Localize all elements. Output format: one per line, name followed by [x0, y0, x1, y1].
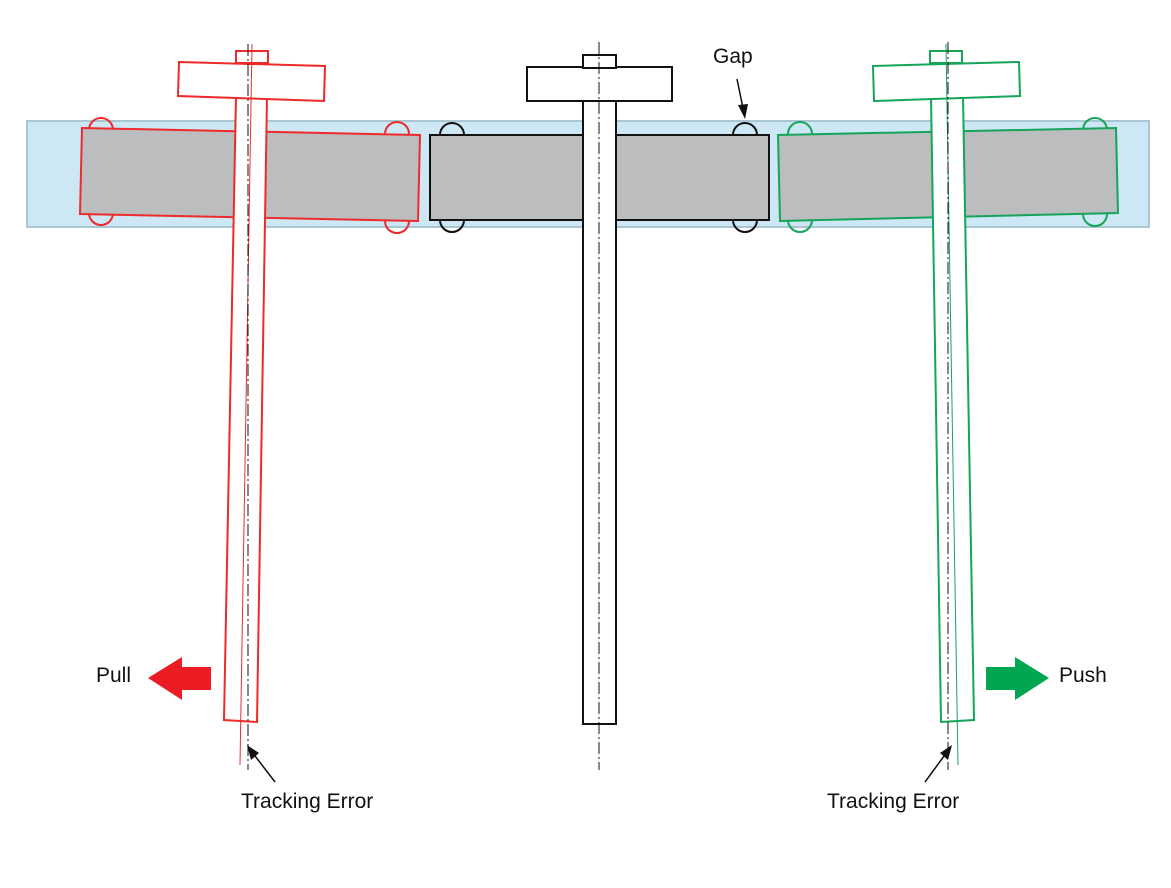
tracking-error-right-pointer-head	[940, 745, 952, 760]
center-assembly	[429, 42, 770, 770]
left-tilted-centerline	[239, 43, 253, 766]
pull-label: Pull	[96, 664, 131, 687]
right-assembly	[776, 42, 1120, 770]
push-label: Push	[1059, 664, 1107, 687]
center-bearing-bottom-left	[439, 219, 465, 233]
left-bearing-bottom-right	[384, 220, 410, 234]
tracking-error-right-label: Tracking Error	[827, 790, 959, 813]
center-bearing-bottom-right	[732, 219, 758, 233]
right-bearing-bottom-right	[1082, 213, 1108, 227]
tracking-error-left-pointer-line	[251, 751, 276, 783]
tracking-error-left-pointer-head	[247, 745, 259, 760]
gap-label: Gap	[713, 45, 753, 68]
left-bearing-bottom-left	[88, 212, 114, 226]
tracking-error-left-label: Tracking Error	[241, 790, 373, 813]
center-bearing-top-left	[439, 122, 465, 136]
right-bearing-top-left	[787, 121, 813, 135]
right-bearing-top-right	[1082, 117, 1108, 131]
push-arrow-icon	[986, 657, 1049, 700]
left-assembly	[78, 43, 422, 770]
left-bearing-top-right	[384, 121, 410, 135]
pull-arrow-icon	[148, 657, 211, 700]
gap-pointer-head	[738, 104, 748, 119]
tracking-error-right-pointer-line	[924, 751, 948, 783]
center-bearing-top-right	[732, 122, 758, 136]
left-bearing-top-left	[88, 117, 114, 131]
right-bearing-bottom-left	[787, 219, 813, 233]
